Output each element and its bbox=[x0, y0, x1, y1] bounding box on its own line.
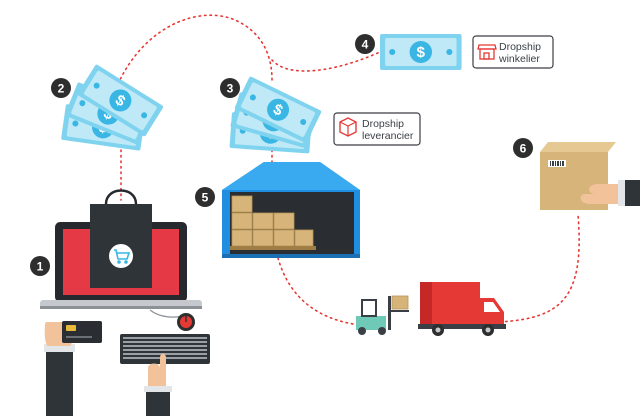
route-line-store-to-supplier bbox=[117, 14, 273, 85]
mouse-icon bbox=[149, 309, 195, 331]
credit-card bbox=[62, 321, 102, 343]
step-badge-2: 2 bbox=[51, 78, 71, 98]
hand-with-credit-card bbox=[44, 321, 102, 416]
step-badge-3: 3 bbox=[220, 78, 240, 98]
receiving-hand bbox=[580, 180, 640, 206]
store-icon bbox=[477, 44, 497, 60]
route-line-warehouse-to-truck bbox=[277, 257, 361, 326]
step-badge-6: 6 bbox=[513, 138, 533, 158]
supplier-label-line1: Dropship bbox=[362, 118, 404, 130]
svg-text:4: 4 bbox=[362, 38, 369, 52]
customer-laptop bbox=[40, 189, 210, 416]
shopping-cart-icon bbox=[114, 249, 131, 264]
svg-text:6: 6 bbox=[520, 142, 527, 156]
supplier-label: Dropship leverancier bbox=[333, 112, 421, 146]
route-line-truck-to-package bbox=[499, 214, 580, 323]
svg-text:1: 1 bbox=[37, 260, 44, 274]
supplier-label-line2: leverancier bbox=[362, 130, 414, 142]
step-badge-1: 1 bbox=[30, 256, 50, 276]
shopping-bag-icon bbox=[90, 189, 152, 288]
money-stack-step-3 bbox=[229, 76, 322, 154]
warehouse bbox=[222, 162, 360, 258]
money-bill-step-4 bbox=[380, 34, 462, 70]
step-badge-5: 5 bbox=[195, 187, 215, 207]
delivered-package bbox=[540, 142, 640, 210]
route-line-supplier-to-retailer bbox=[271, 51, 381, 72]
delivery-truck bbox=[418, 282, 506, 336]
warehouse-boxes bbox=[231, 195, 314, 247]
pointing-hand bbox=[144, 353, 172, 416]
svg-text:3: 3 bbox=[227, 82, 234, 96]
money-stack-step-2 bbox=[60, 64, 164, 151]
step-badges: 1 2 3 4 5 6 bbox=[30, 34, 533, 276]
forklift bbox=[356, 295, 409, 335]
retailer-label-line1: Dropship bbox=[499, 41, 541, 53]
svg-text:5: 5 bbox=[202, 191, 209, 205]
svg-text:2: 2 bbox=[58, 82, 65, 96]
step-badge-4: 4 bbox=[355, 34, 375, 54]
retailer-label: Dropship winkelier bbox=[472, 35, 554, 69]
retailer-label-line2: winkelier bbox=[498, 53, 540, 65]
package-icon bbox=[339, 117, 357, 137]
